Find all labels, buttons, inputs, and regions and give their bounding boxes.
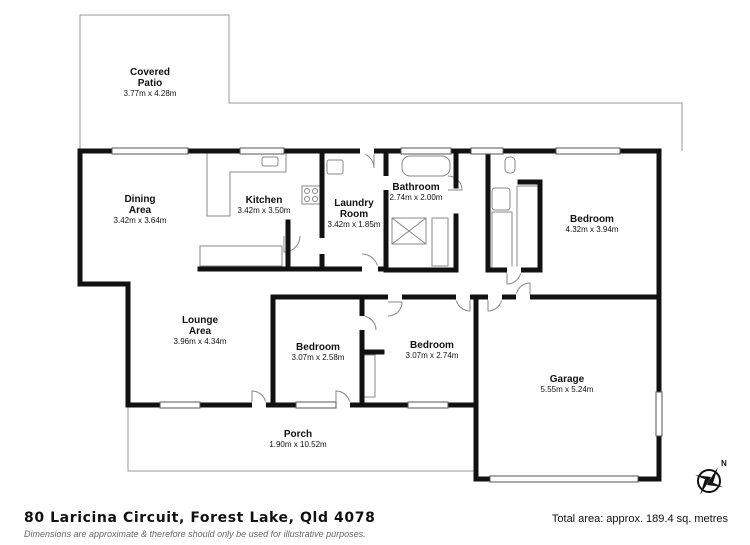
floor-plan: Covered Patio 3.77m x 4.28m Dining Area … [77, 14, 683, 483]
toilet-icon [504, 156, 516, 174]
room-labels: Covered Patio 3.77m x 4.28m Dining Area … [114, 67, 619, 449]
window [111, 147, 189, 155]
room-porch-dims: 1.90m x 10.52m [269, 440, 327, 449]
windows [111, 147, 663, 483]
window [239, 147, 285, 155]
room-laundry-name: Laundry [334, 198, 374, 209]
room-bathroom-name: Bathroom [392, 182, 439, 193]
door-swing [358, 152, 375, 169]
room-kitchen-name: Kitchen [246, 195, 283, 206]
room-covered-patio-name: Covered [130, 67, 170, 78]
wardrobe [491, 211, 513, 271]
room-dining-name: Area [129, 205, 152, 216]
kitchen-sink-icon [261, 156, 279, 167]
room-bedroom-1-dims: 4.32m x 3.94m [566, 225, 619, 234]
room-covered-patio-dims: 3.77m x 4.28m [124, 89, 177, 98]
compass-icon: N [695, 459, 727, 495]
room-bathroom-dims: 2.74m x 2.00m [390, 193, 443, 202]
stove-icon [301, 185, 321, 205]
room-lounge-name: Lounge [182, 315, 219, 326]
door-swing [283, 235, 301, 253]
room-bedroom-3-name: Bedroom [410, 340, 454, 351]
garage-door [489, 475, 639, 483]
room-bedroom-2-dims: 3.07m x 2.58m [292, 353, 345, 362]
window [295, 401, 337, 409]
window [470, 147, 504, 155]
vanity-icon [431, 217, 449, 267]
wall-bath-bottom [383, 213, 459, 273]
total-area: Total area: approx. 189.4 sq. metres [551, 513, 728, 525]
wall-ensuite-bottom [485, 179, 543, 273]
porch-outline [127, 405, 476, 472]
door-swing [447, 175, 463, 191]
room-dining-dims: 3.42m x 3.64m [114, 216, 167, 225]
window [655, 391, 663, 437]
fixtures [199, 152, 540, 406]
covered-patio-outline [79, 14, 683, 151]
kitchen-bench [199, 245, 283, 267]
room-bedroom-2-name: Bedroom [296, 342, 340, 353]
room-dining-name: Dining [124, 194, 155, 205]
room-porch-name: Porch [284, 429, 312, 440]
room-covered-patio-name: Patio [138, 78, 162, 89]
compass-north-label: N [721, 459, 727, 468]
outdoor-outlines [79, 14, 683, 472]
bathtub-icon [401, 155, 451, 177]
property-address: 80 Laricina Circuit, Forest Lake, Qld 40… [24, 510, 376, 526]
room-bedroom-3-dims: 3.07m x 2.74m [406, 351, 459, 360]
room-laundry-name: Room [340, 209, 368, 220]
room-kitchen-dims: 3.42m x 3.50m [238, 206, 291, 215]
wardrobe [362, 354, 376, 398]
shower-icon [391, 217, 427, 245]
room-garage-name: Garage [550, 374, 585, 385]
door-openings [252, 147, 530, 409]
room-laundry-dims: 3.42m x 1.85m [328, 220, 381, 229]
laundry-tub-icon [326, 159, 344, 175]
window [555, 147, 621, 155]
room-lounge-dims: 3.96m x 4.34m [174, 337, 227, 346]
wardrobe [516, 185, 540, 271]
room-bedroom-1-name: Bedroom [570, 214, 614, 225]
ensuite-basin-icon [491, 187, 511, 211]
window [407, 401, 449, 409]
window [159, 401, 201, 409]
window [400, 147, 452, 155]
kitchen-counter [206, 153, 287, 217]
door-swing [387, 301, 403, 317]
room-garage-dims: 5.55m x 5.24m [541, 385, 594, 394]
disclaimer: Dimensions are approximate & therefore s… [24, 529, 366, 539]
room-lounge-name: Area [189, 326, 212, 337]
